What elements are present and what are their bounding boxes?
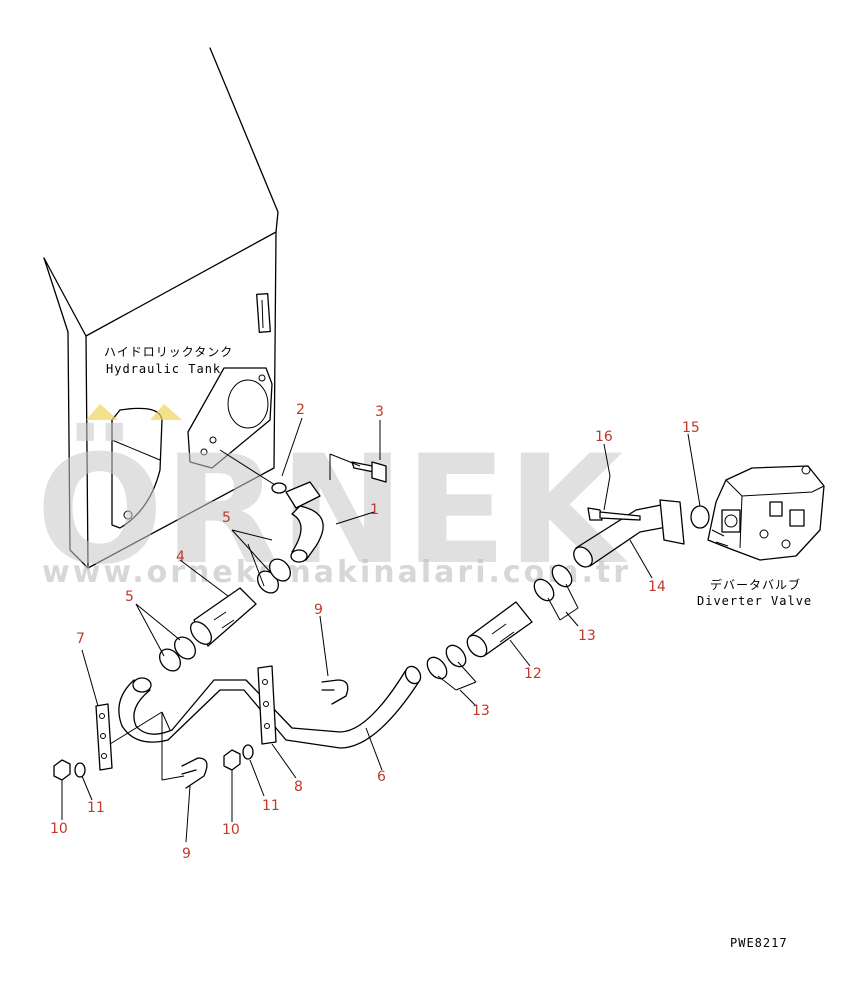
watermark: ÖRNEK www.orneksmakinalari.com.tr [36, 404, 631, 598]
hydraulic-tank [43, 47, 279, 569]
tube-part-6 [118, 665, 422, 749]
callout-1: 1 [370, 502, 379, 518]
callout-5-upper: 5 [222, 510, 231, 526]
elbow-part-1 [285, 481, 324, 563]
tank-label-en: Hydraulic Tank [106, 362, 221, 376]
bracket-part-7 [95, 703, 113, 771]
clamp-part-8 [257, 665, 277, 745]
callout-13-right: 13 [578, 628, 596, 644]
u-bolts-part-9 [181, 679, 349, 789]
callout-13-left: 13 [472, 703, 490, 719]
callout-10-left: 10 [50, 821, 68, 837]
callout-14: 14 [648, 579, 666, 595]
o-ring-part-2 [219, 449, 287, 494]
callout-6: 6 [377, 769, 386, 785]
callout-8: 8 [294, 779, 303, 795]
callout-11-left: 11 [87, 800, 105, 816]
bolt-part-16 [587, 507, 641, 521]
o-ring-part-15 [690, 505, 710, 529]
callout-4: 4 [176, 549, 185, 565]
component-labels: ハイドロリックタンク Hydraulic Tank デバータバルブ Divert… [104, 345, 812, 950]
washers-part-11 [74, 744, 254, 778]
hose-part-4 [189, 587, 257, 647]
callout-7: 7 [76, 631, 85, 647]
hose-part-12 [466, 601, 533, 658]
callout-10-right: 10 [222, 822, 240, 838]
callout-9-lower: 9 [182, 846, 191, 862]
nuts-part-10 [53, 749, 241, 781]
valve-label-jp: デバータバルブ [710, 577, 801, 592]
tank-outlet-flange [187, 367, 273, 469]
leader-lines [61, 417, 701, 843]
valve-label-en: Diverter Valve [697, 594, 812, 608]
callout-11-right: 11 [262, 798, 280, 814]
callout-16: 16 [595, 429, 613, 445]
callout-9-upper: 9 [314, 602, 323, 618]
sight-gauge [256, 292, 271, 333]
hose-clamps-part-5 [159, 558, 291, 672]
callout-numbers: 1 2 3 4 5 5 6 7 8 9 9 10 10 11 11 12 13 … [50, 402, 700, 862]
callout-15: 15 [682, 420, 700, 436]
watermark-url: www.orneksmakinalari.com.tr [42, 555, 631, 590]
callout-12: 12 [524, 666, 542, 682]
hose-clamps-part-13 [426, 564, 573, 680]
callout-3: 3 [375, 404, 384, 420]
diverter-valve [707, 465, 825, 561]
watermark-brand: ÖRNEK [36, 422, 628, 598]
callout-2: 2 [296, 402, 305, 418]
callout-5-lower: 5 [125, 589, 134, 605]
tank-label-jp: ハイドロリックタンク [104, 345, 233, 359]
tube-part-14 [573, 499, 685, 568]
drawing-code: PWE8217 [730, 936, 788, 950]
